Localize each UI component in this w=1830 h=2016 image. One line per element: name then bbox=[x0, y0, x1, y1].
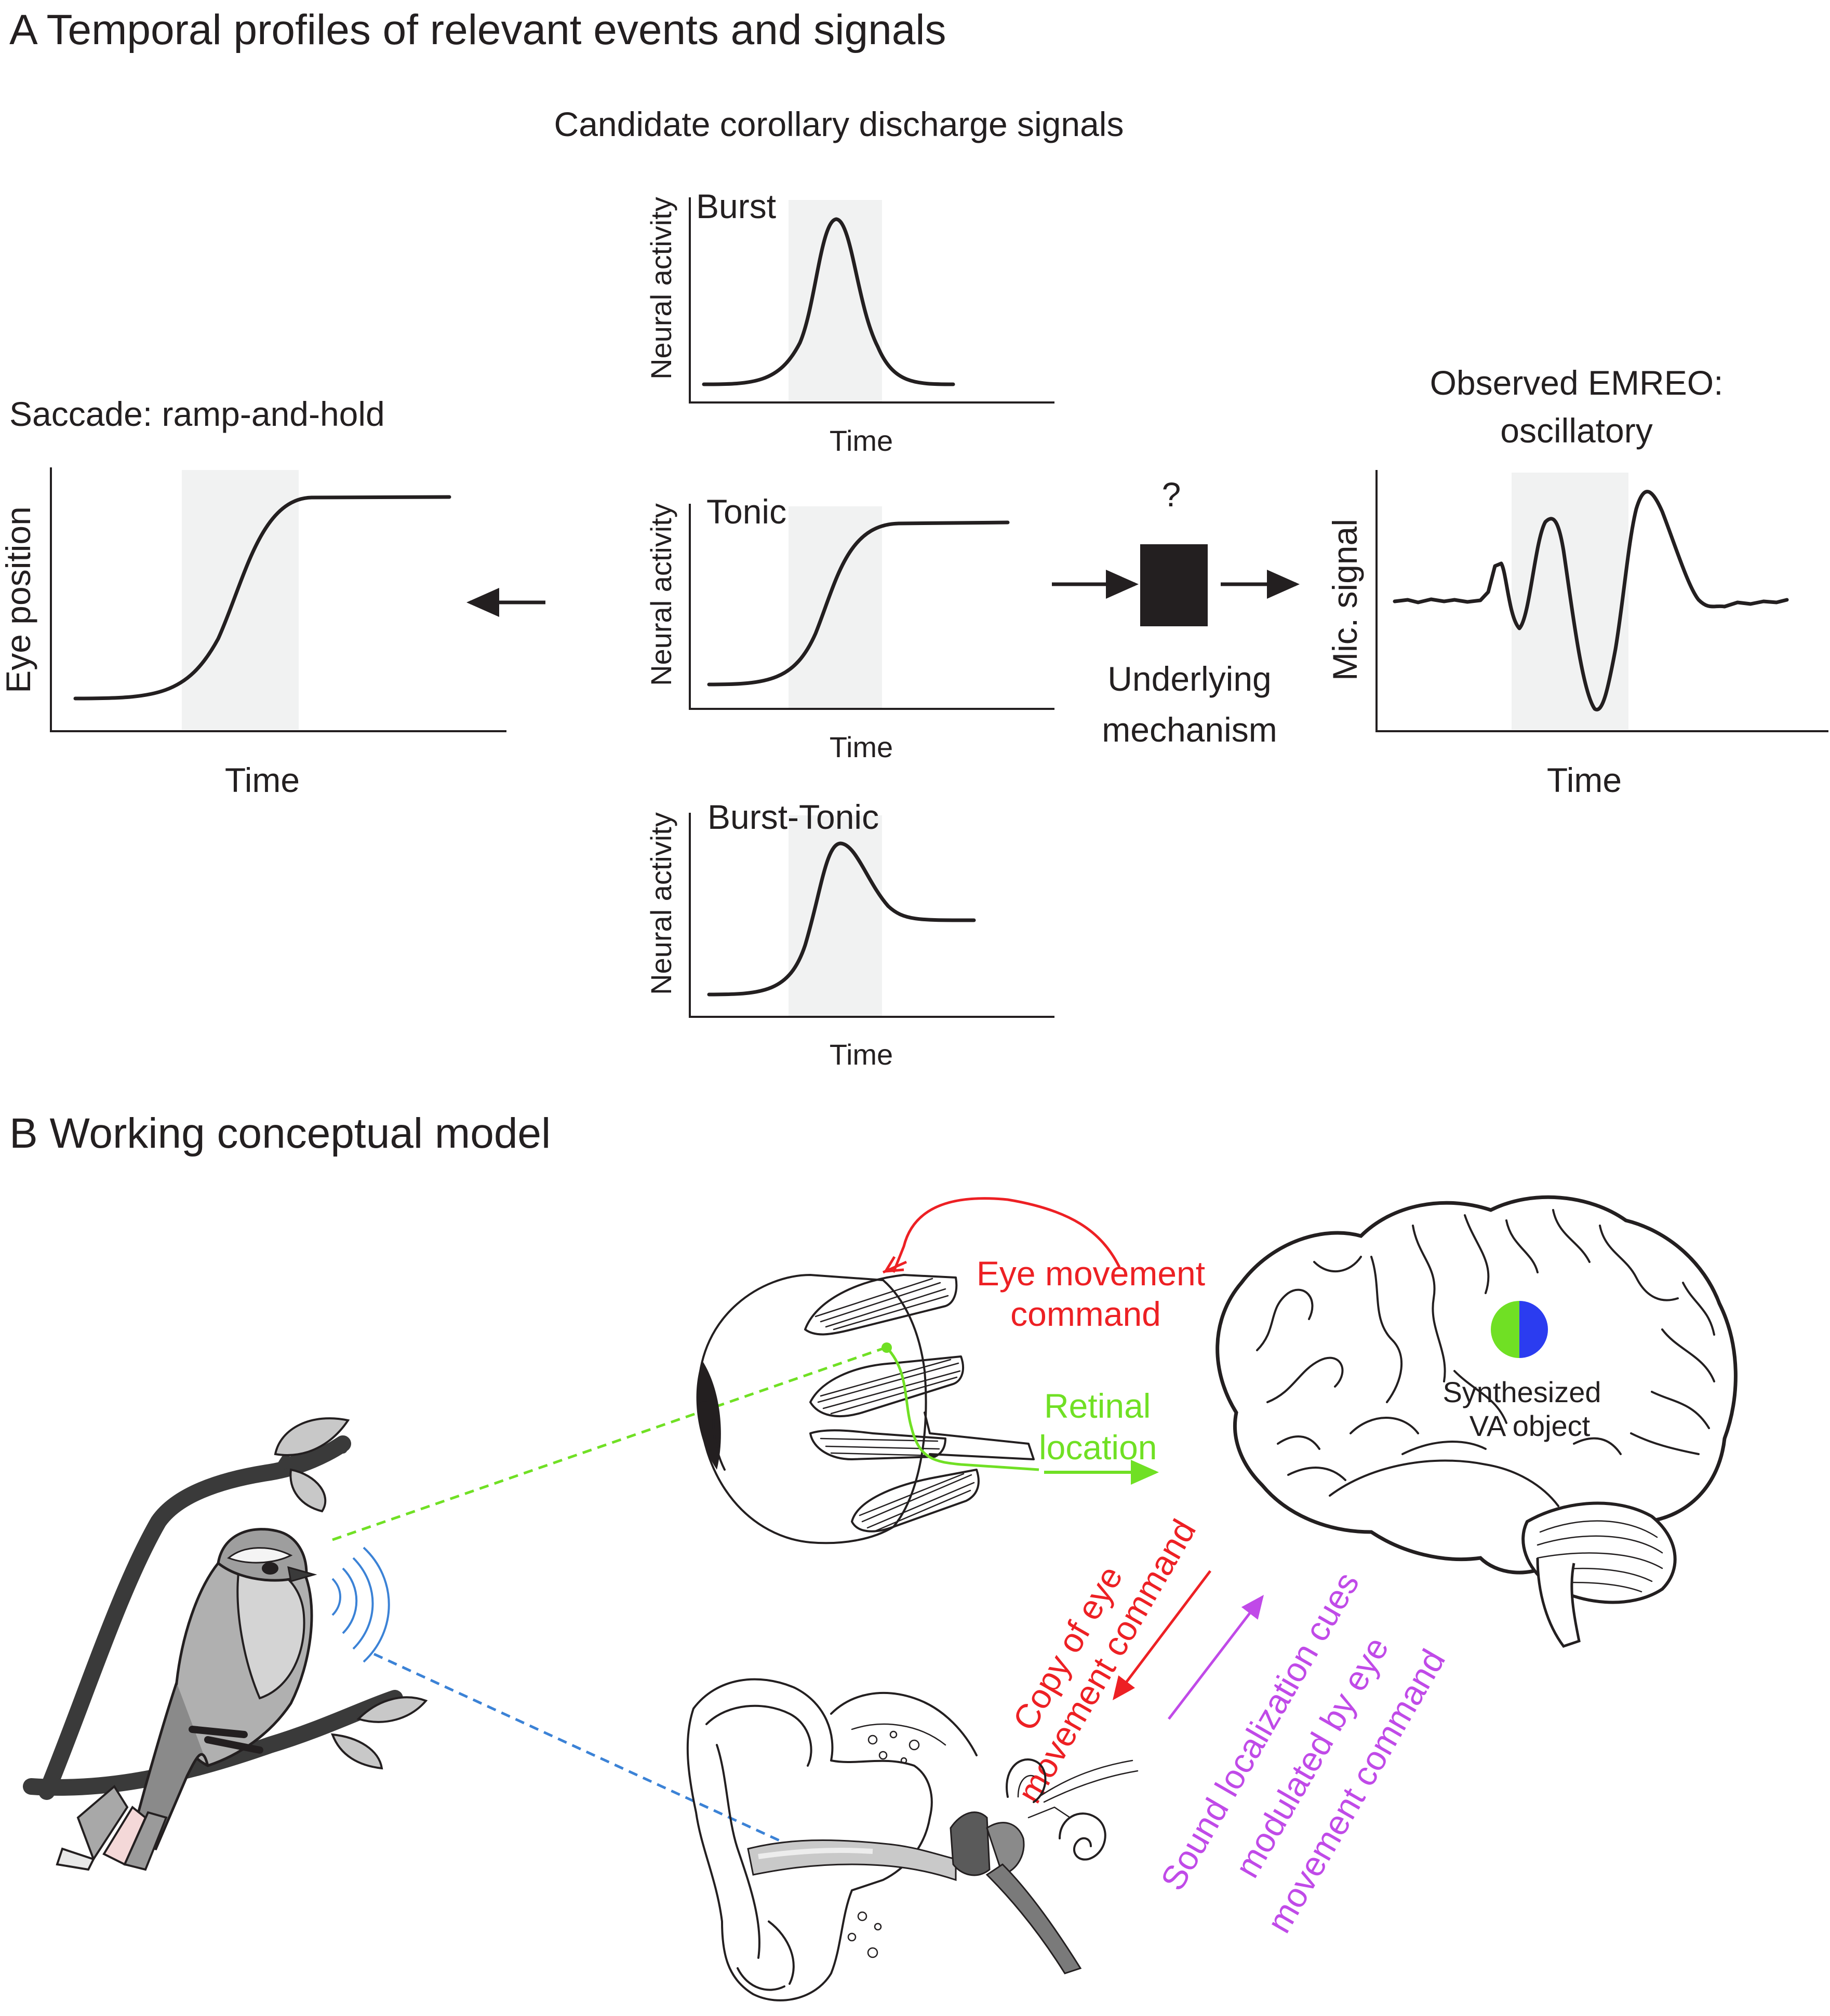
object-line2: VA object bbox=[1470, 1409, 1591, 1442]
copy-command: Copy of eye movement command bbox=[1005, 1513, 1211, 1809]
retinal-path bbox=[886, 1347, 1039, 1471]
mechanism-question: ? bbox=[1162, 475, 1181, 514]
panel-b-title: B Working conceptual model bbox=[9, 1110, 551, 1157]
burst-curve bbox=[702, 217, 955, 386]
sound-cues: Sound localization cues modulated by eye… bbox=[1153, 1566, 1453, 1939]
saccade-curve bbox=[73, 495, 451, 701]
burst-tonic-label: Burst-Tonic bbox=[707, 798, 879, 836]
mechanism: ? Underlying mechanism bbox=[1052, 475, 1300, 749]
eye-command: Eye movement command bbox=[882, 1197, 1205, 1333]
emreo-title-line1: Observed EMREO: bbox=[1430, 364, 1724, 402]
mechanism-line2: mechanism bbox=[1102, 710, 1277, 749]
candidate-title: Candidate corollary discharge signals bbox=[554, 105, 1124, 143]
eye-command-line1: Eye movement bbox=[977, 1254, 1205, 1293]
visual-line bbox=[332, 1346, 886, 1541]
copy-arrow bbox=[1112, 1570, 1211, 1700]
burst-tonic-ylabel: Neural activity bbox=[645, 812, 677, 995]
emreo-curve bbox=[1393, 490, 1789, 711]
retinal-line1: Retinal bbox=[1044, 1387, 1151, 1425]
tonic-plot: Tonic Neural activity Time bbox=[645, 492, 1054, 763]
saccade-plot: Saccade: ramp-and-hold Eye position Time bbox=[0, 395, 506, 799]
panel-a-title: A Temporal profiles of relevant events a… bbox=[9, 6, 946, 53]
burst-xlabel: Time bbox=[830, 424, 893, 457]
burst-label: Burst bbox=[696, 187, 776, 225]
auditory-line bbox=[373, 1652, 798, 1850]
bird-icon bbox=[23, 1417, 428, 1871]
burst-ylabel: Neural activity bbox=[645, 197, 677, 380]
retinal-location: Retinal location bbox=[886, 1347, 1159, 1485]
object-line1: Synthesized bbox=[1442, 1376, 1601, 1408]
tonic-xlabel: Time bbox=[830, 731, 893, 763]
emreo-axes bbox=[1375, 470, 1828, 732]
saccade-title: Saccade: ramp-and-hold bbox=[9, 395, 385, 433]
tonic-event-shading bbox=[789, 506, 882, 709]
mechanism-box bbox=[1140, 544, 1208, 626]
emreo-title-line2: oscillatory bbox=[1500, 411, 1652, 450]
saccade-axes bbox=[50, 467, 506, 732]
tonic-ylabel: Neural activity bbox=[645, 503, 677, 686]
eye-icon bbox=[696, 1274, 1035, 1544]
burst-tonic-plot: Burst-Tonic Neural activity Time bbox=[645, 798, 1054, 1071]
sound-arrow bbox=[1168, 1595, 1264, 1720]
burst-plot: Burst Neural activity Time bbox=[645, 187, 1054, 457]
burst-tonic-xlabel: Time bbox=[830, 1038, 893, 1071]
burst-tonic-axes bbox=[689, 813, 1054, 1018]
tonic-label: Tonic bbox=[706, 492, 786, 531]
sound-waves bbox=[331, 1547, 390, 1663]
retinal-line2: location bbox=[1039, 1428, 1157, 1467]
eye-command-line2: command bbox=[1010, 1295, 1161, 1333]
emreo-xlabel: Time bbox=[1547, 761, 1622, 799]
command-path bbox=[892, 1197, 1121, 1273]
brain-icon: Synthesized VA object bbox=[1215, 1195, 1738, 1648]
saccade-xlabel: Time bbox=[225, 761, 300, 799]
burst-tonic-event-shading bbox=[789, 815, 882, 1018]
emreo-plot: Observed EMREO: oscillatory Mic. signal … bbox=[1326, 364, 1828, 799]
mechanism-line1: Underlying bbox=[1107, 660, 1272, 698]
object-auditory-half bbox=[1519, 1301, 1548, 1358]
burst-axes bbox=[689, 197, 1054, 404]
burst-tonic-curve bbox=[707, 841, 976, 997]
saccade-ylabel: Eye position bbox=[0, 506, 37, 693]
object-visual-half bbox=[1491, 1301, 1519, 1358]
ear-icon bbox=[686, 1678, 1139, 2001]
burst-event-shading bbox=[789, 200, 882, 402]
tonic-curve bbox=[707, 520, 1010, 687]
emreo-ylabel: Mic. signal bbox=[1326, 519, 1364, 681]
tonic-axes bbox=[689, 504, 1054, 710]
